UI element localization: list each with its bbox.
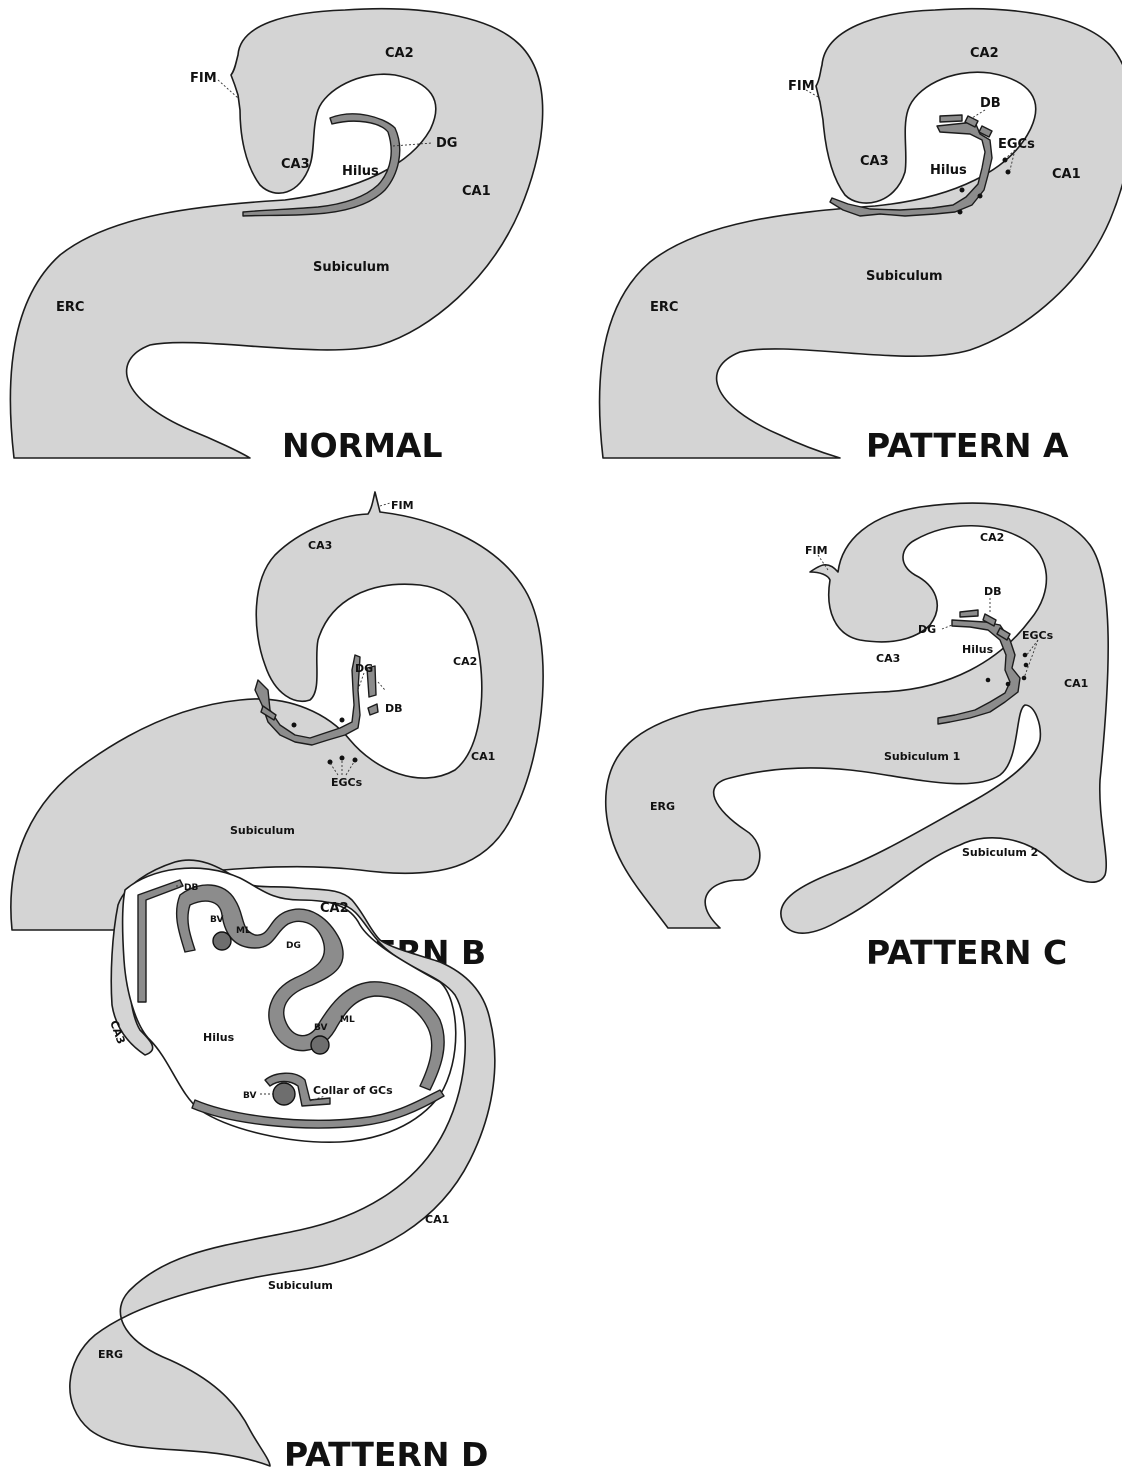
pattern-c-egc-1: [1023, 653, 1028, 658]
pattern-c-egc-2: [1024, 663, 1029, 668]
pattern-c-egcs-label: EGCs: [1022, 629, 1054, 642]
pattern-a-erc-label: ERC: [650, 300, 678, 315]
pattern-d-erg-label: ERG: [98, 1348, 123, 1361]
pattern-b-db-leader: [378, 682, 385, 690]
pattern-a-title: PATTERN A: [866, 426, 1069, 465]
pattern-b-ca1-label: CA1: [471, 750, 495, 763]
pattern-c-db-label: DB: [984, 585, 1002, 598]
pattern-c-ca2-label: CA2: [980, 531, 1004, 544]
pattern-a-egc-4: [978, 194, 983, 199]
pattern-a-db-leader: [972, 110, 985, 118]
pattern-a-dispersion-band-1: [940, 115, 962, 122]
pattern-a-egc-1: [1003, 158, 1008, 163]
pattern-b-ca2-label: CA2: [453, 655, 477, 668]
panel-pattern-c: FIM CA2 DB DG EGCs Hilus CA3 CA1 Subicul…: [606, 503, 1108, 972]
pattern-a-egc-3: [960, 188, 965, 193]
pattern-d-dg-label: DG: [286, 941, 301, 951]
pattern-d-hilus-label: Hilus: [203, 1031, 235, 1044]
pattern-c-title: PATTERN C: [866, 933, 1067, 972]
normal-title: NORMAL: [282, 426, 443, 465]
pattern-d-bv-bottom-label: BV: [243, 1091, 256, 1101]
pattern-a-hilus-label: Hilus: [930, 163, 967, 178]
pattern-d-ml-right-label: ML: [340, 1015, 355, 1025]
pattern-b-egc-4: [340, 756, 345, 761]
pattern-c-ca3-label: CA3: [876, 652, 900, 665]
pattern-c-egc-5: [1006, 682, 1011, 687]
pattern-d-blood-vessel-right: [311, 1036, 329, 1054]
pattern-c-hilus-label: Hilus: [962, 643, 994, 656]
pattern-a-hippocampus-shape: [600, 9, 1122, 458]
pattern-b-db-label: DB: [385, 702, 403, 715]
pattern-a-db-label: DB: [980, 96, 1001, 111]
pattern-b-egc-1: [292, 723, 297, 728]
pattern-d-subiculum-label: Subiculum: [268, 1279, 333, 1292]
pattern-a-egcs-label: EGCs: [998, 137, 1035, 152]
pattern-d-blood-vessel-top: [213, 932, 231, 950]
panel-pattern-a: CA2 FIM DB EGCs CA3 Hilus CA1 Subiculum …: [600, 9, 1122, 465]
pattern-c-subiculum1-label: Subiculum 1: [884, 750, 960, 763]
pattern-d-bv-top-label: BV: [210, 915, 223, 925]
pattern-a-ca1-label: CA1: [1052, 167, 1081, 182]
pattern-b-fim-leader: [380, 503, 390, 506]
pattern-d-ca1-label: CA1: [425, 1213, 449, 1226]
pattern-d-blood-vessel-bottom: [273, 1083, 295, 1105]
pattern-c-ca1-label: CA1: [1064, 677, 1088, 690]
pattern-c-egc-4: [986, 678, 991, 683]
pattern-b-dg-label: DG: [355, 662, 373, 675]
pattern-a-subiculum-label: Subiculum: [866, 269, 943, 284]
normal-erc-label: ERC: [56, 300, 84, 315]
normal-ca2-label: CA2: [385, 46, 414, 61]
pattern-c-dg-label: DG: [918, 623, 936, 636]
pattern-a-egc-2: [1006, 170, 1011, 175]
pattern-b-egc-5: [353, 758, 358, 763]
pattern-a-ca3-label: CA3: [860, 154, 889, 169]
pattern-c-dispersion-band-1: [960, 610, 978, 617]
pattern-c-subiculum2-label: Subiculum 2: [962, 846, 1038, 859]
normal-subiculum-label: Subiculum: [313, 260, 390, 275]
pattern-b-subiculum-label: Subiculum: [230, 824, 295, 837]
pattern-c-fim-label: FIM: [805, 544, 828, 557]
pattern-b-egc-2: [340, 718, 345, 723]
pattern-d-bv-right-label: BV: [314, 1023, 327, 1033]
pattern-b-fim-label: FIM: [391, 499, 414, 512]
pattern-d-title: PATTERN D: [284, 1435, 488, 1472]
pattern-a-ca2-label: CA2: [970, 46, 999, 61]
normal-hilus-label: Hilus: [342, 164, 379, 179]
normal-ca1-label: CA1: [462, 184, 491, 199]
pattern-d-ca2-label: CA2: [320, 901, 349, 916]
normal-hippocampus-shape: [10, 9, 542, 458]
pattern-a-egc-5: [958, 210, 963, 215]
pattern-c-erg-label: ERG: [650, 800, 675, 813]
normal-dg-label: DG: [436, 136, 457, 151]
normal-fim-label: FIM: [190, 71, 217, 86]
pattern-c-dg-leader: [942, 625, 952, 629]
pattern-a-fim-label: FIM: [788, 79, 815, 94]
pattern-c-hippocampus-shape: [606, 503, 1108, 933]
panel-normal: CA2 FIM CA3 Hilus DG CA1 Subiculum ERC N…: [10, 9, 542, 465]
pattern-b-ca3-label: CA3: [308, 539, 332, 552]
pattern-d-collar-label: Collar of GCs: [313, 1084, 393, 1097]
pattern-b-hippocampus-shape: [11, 492, 543, 930]
pattern-b-egcs-label: EGCs: [331, 776, 363, 789]
pattern-b-dispersion-band-2: [368, 704, 378, 715]
pattern-d-db-label: DB: [184, 883, 198, 893]
pattern-d-ml-top-label: ML: [236, 926, 251, 936]
normal-ca3-label: CA3: [281, 157, 310, 172]
